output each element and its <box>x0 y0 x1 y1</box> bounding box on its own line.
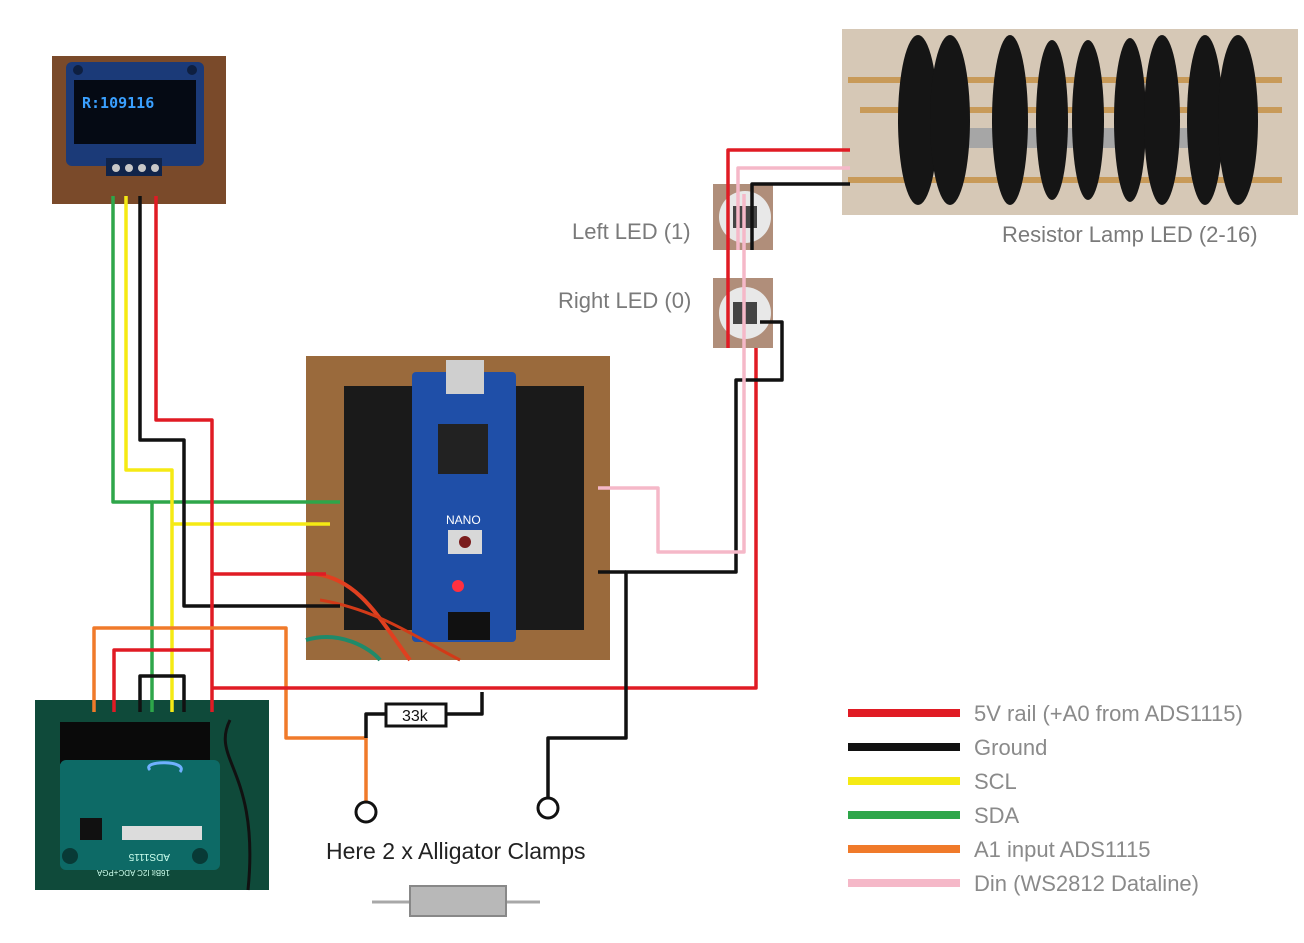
resistor-lamp-label: Resistor Lamp LED (2-16) <box>1002 222 1258 247</box>
legend-label-scl: SCL <box>974 769 1017 794</box>
wire-ads-a1 <box>92 626 368 808</box>
wires <box>92 148 850 808</box>
wire-ads-gnd <box>138 674 186 712</box>
legend-swatch-din <box>848 879 960 887</box>
clamps-label: Here 2 x Alligator Clamps <box>326 838 586 864</box>
nano-board-label: NANO <box>446 513 481 527</box>
clamp-terminal-left <box>354 800 378 824</box>
wire-led-5v <box>726 148 850 348</box>
right-led-label: Right LED (0) <box>558 288 692 313</box>
ads1115-module: ADS1115 16Bit I2C ADC+PGA <box>35 700 269 891</box>
legend-swatch-sda <box>848 811 960 819</box>
wire-5v-oled <box>154 196 214 712</box>
legend-swatch-5v <box>848 709 960 717</box>
wire-33k-right <box>446 692 484 716</box>
wire-clamp-gnd <box>546 320 784 808</box>
left-led-label: Left LED (1) <box>572 219 691 244</box>
legend-swatch-ground <box>848 743 960 751</box>
legend-swatch-a1 <box>848 845 960 853</box>
resistor-33k-label: 33k <box>402 708 429 725</box>
wire-scl-oled <box>124 196 174 712</box>
wire-ads-5v-loop <box>112 648 212 712</box>
legend-label-din: Din (WS2812 Dataline) <box>974 871 1199 896</box>
wire-din-nano <box>598 194 746 554</box>
arduino-nano: NANO <box>305 356 610 662</box>
legend-swatch-scl <box>848 777 960 785</box>
resistor-lamp <box>842 29 1298 215</box>
resistor-component-icon <box>372 885 540 917</box>
legend-label-5v: 5V rail (+A0 from ADS1115) <box>974 701 1243 726</box>
wire-din-lamp <box>736 166 850 250</box>
oled-readout: R:109116 <box>82 94 154 112</box>
legend-label-sda: SDA <box>974 803 1020 828</box>
wire-led-gnd <box>750 182 850 250</box>
oled-display: R:109116 <box>52 56 226 204</box>
ads-module-label: 16Bit I2C ADC+PGA <box>96 868 170 877</box>
wire-5v-rail <box>212 348 758 690</box>
resistor-33k: 33k <box>384 702 448 728</box>
wire-sda-oled <box>111 196 154 712</box>
legend-label-a1: A1 input ADS1115 <box>974 837 1151 862</box>
wire-33k-left <box>364 712 386 738</box>
legend-label-ground: Ground <box>974 735 1048 760</box>
clamp-terminal-right <box>536 796 560 820</box>
ads-chip-label: ADS1115 <box>128 851 170 862</box>
wire-gnd-oled <box>138 196 340 608</box>
